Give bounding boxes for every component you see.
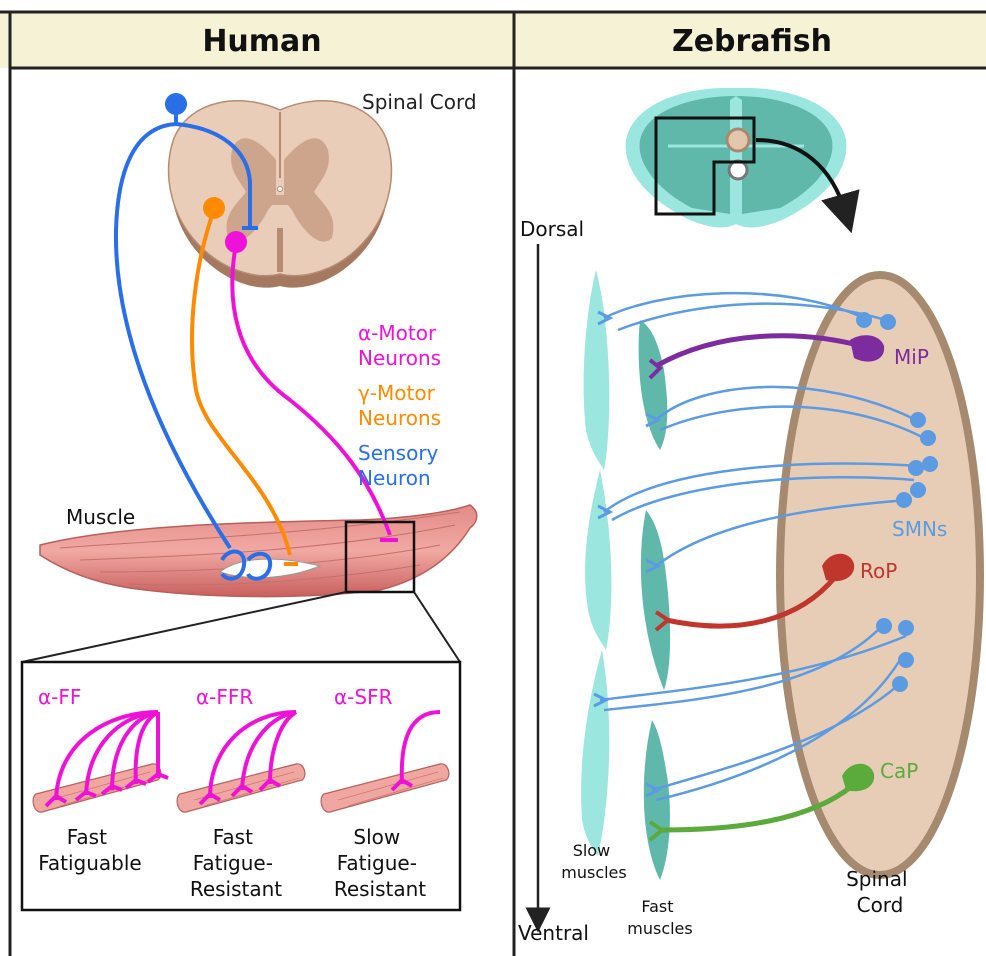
ventral-label: Ventral [518, 921, 589, 945]
mip-label: MiP [894, 345, 929, 369]
fast-muscles-label: Fast muscles [627, 897, 692, 938]
zoom-connector-right [414, 592, 460, 662]
slow-muscles [581, 270, 611, 856]
sensory-neuron-soma [165, 93, 187, 115]
zoom-connector-left [22, 592, 346, 662]
smns-label: SMNs [892, 517, 947, 541]
fast-muscles [639, 320, 670, 880]
ff-code-label: α-FF [38, 685, 81, 709]
gamma-motor-neurons-label: γ-Motor Neurons [358, 381, 441, 430]
header-bar [0, 12, 986, 68]
gamma-motor-neuron-soma [203, 197, 225, 219]
spinal-cord-label: Spinal Cord [362, 90, 477, 114]
slow-muscles-label: Slow muscles [561, 841, 626, 882]
dorsal-label: Dorsal [520, 217, 584, 241]
rop-label: RoP [860, 559, 897, 583]
cap-label: CaP [880, 759, 918, 783]
zebrafish-spinal-cord-label: Spinal Cord [846, 867, 914, 917]
ffr-code-label: α-FFR [196, 685, 253, 709]
alpha-motor-neurons-label: α-Motor Neurons [358, 321, 443, 370]
header-zebrafish: Zebrafish [672, 24, 832, 59]
sfr-code-label: α-SFR [334, 685, 393, 709]
header-human: Human [202, 24, 321, 59]
zebrafish-cross-section [626, 88, 847, 228]
alpha-motor-neuron-soma [225, 231, 247, 253]
sensory-neuron-label: Sensory Neuron [358, 441, 445, 490]
muscle-label: Muscle [66, 505, 135, 529]
